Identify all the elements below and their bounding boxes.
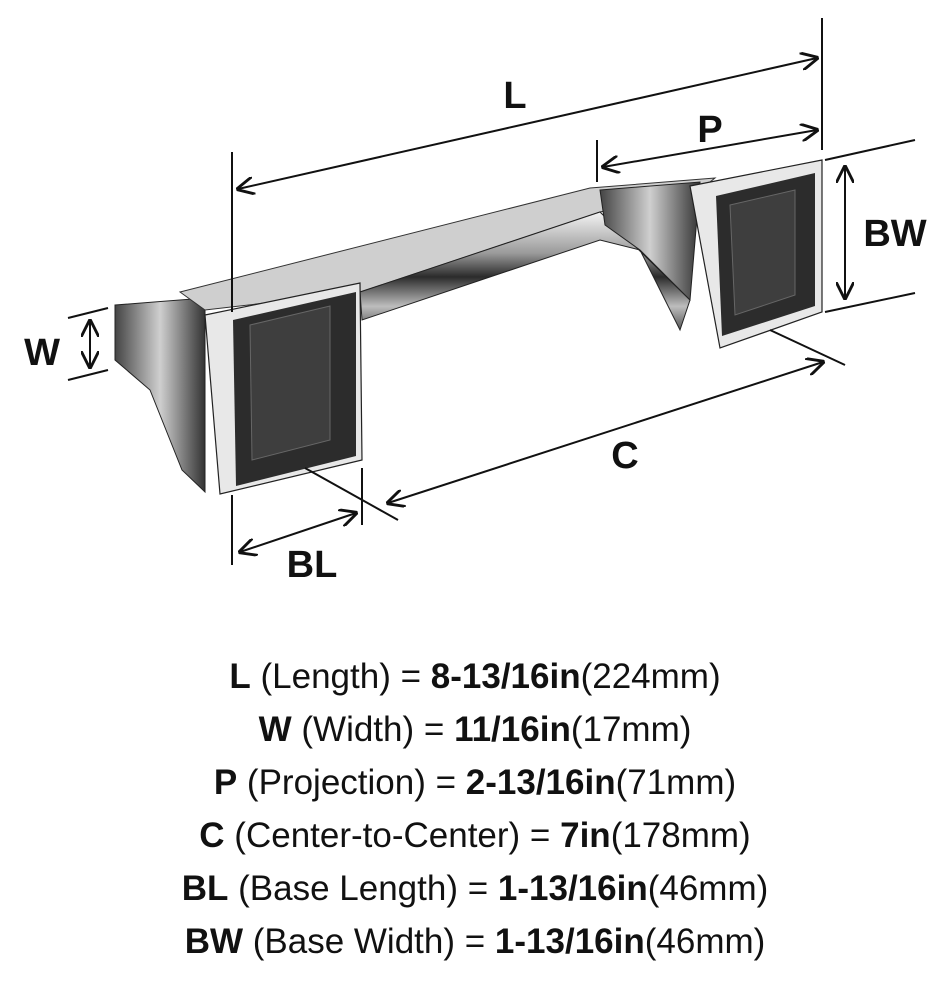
- spec-code: BL: [181, 869, 229, 908]
- spec-name: (Length) =: [260, 657, 422, 696]
- spec-metric: (71mm): [615, 763, 737, 802]
- spec-metric: (46mm): [644, 922, 766, 961]
- label-C: C: [611, 435, 638, 477]
- spec-imperial: 11/16in: [454, 710, 571, 749]
- spec-imperial: 1-13/16in: [497, 869, 648, 908]
- label-P: P: [697, 109, 722, 151]
- dimension-lines: [67, 18, 916, 565]
- spec-imperial: 2-13/16in: [465, 763, 616, 802]
- spec-row-bw: BW (Base Width) = 1-13/16in(46mm): [0, 915, 950, 968]
- label-BL: BL: [287, 544, 338, 586]
- label-BW: BW: [863, 213, 926, 255]
- spec-row-c: C (Center-to-Center) = 7in(178mm): [0, 809, 950, 862]
- spec-name: (Base Width) =: [252, 922, 486, 961]
- spec-name: (Width) =: [301, 710, 445, 749]
- label-L: L: [503, 75, 526, 117]
- spec-name: (Base Length) =: [238, 869, 489, 908]
- spec-name: (Center-to-Center) =: [234, 816, 551, 855]
- spec-code: W: [258, 710, 292, 749]
- spec-metric: (17mm): [570, 710, 692, 749]
- spec-metric: (46mm): [647, 869, 769, 908]
- spec-imperial: 1-13/16in: [494, 922, 645, 961]
- spec-code: C: [199, 816, 225, 855]
- dimension-diagram: L P BW W C BL: [24, 18, 927, 586]
- spec-row-p: P (Projection) = 2-13/16in(71mm): [0, 756, 950, 809]
- spec-row-l: L (Length) = 8-13/16in(224mm): [0, 650, 950, 703]
- spec-row-w: W (Width) = 11/16in(17mm): [0, 703, 950, 756]
- spec-metric: (178mm): [610, 816, 751, 855]
- dimension-specs: L (Length) = 8-13/16in(224mm)W (Width) =…: [0, 650, 950, 968]
- spec-row-bl: BL (Base Length) = 1-13/16in(46mm): [0, 862, 950, 915]
- spec-imperial: 8-13/16in: [430, 657, 581, 696]
- spec-name: (Projection) =: [246, 763, 457, 802]
- pull-handle-illustration: [114, 159, 823, 495]
- spec-code: BW: [184, 922, 243, 961]
- spec-imperial: 7in: [560, 816, 611, 855]
- label-W: W: [24, 332, 60, 374]
- spec-code: P: [213, 763, 238, 802]
- spec-metric: (224mm): [580, 657, 721, 696]
- spec-code: L: [229, 657, 251, 696]
